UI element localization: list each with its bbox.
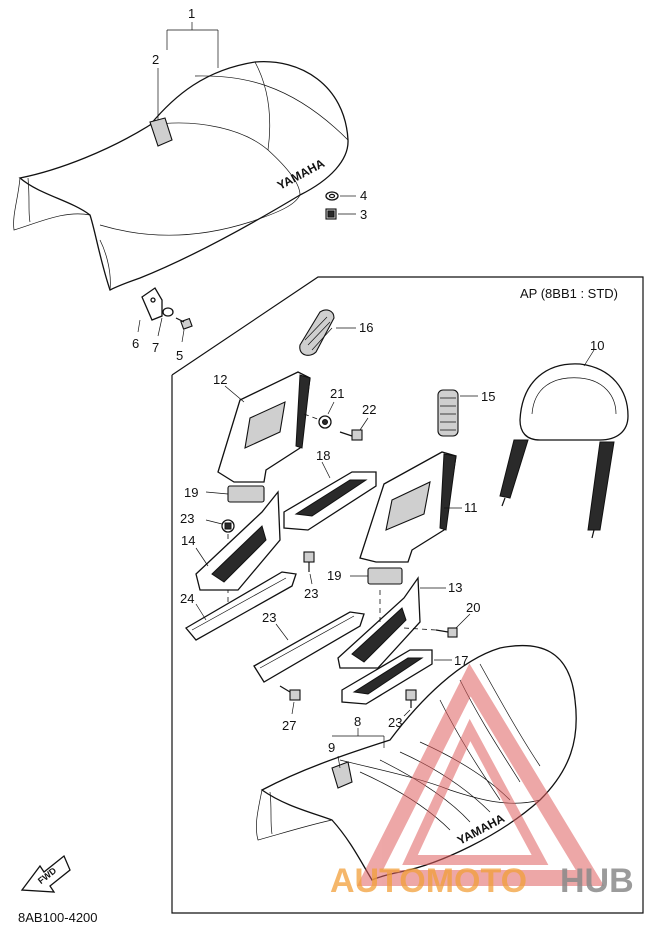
nut-21 — [318, 415, 332, 429]
callout-7: 7 — [152, 340, 159, 355]
callout-19b: 19 — [327, 568, 341, 583]
plate-25 — [253, 611, 365, 683]
bolt-24 — [221, 519, 235, 533]
bolt-23b — [405, 689, 417, 708]
callout-21: 21 — [330, 386, 344, 401]
bolt-22 — [339, 429, 363, 441]
bolt-27 — [279, 685, 301, 701]
bracket-6 — [141, 287, 163, 321]
callout-1: 1 — [188, 6, 195, 21]
bolt-3 — [325, 208, 337, 220]
callout-25: 23 — [262, 610, 276, 625]
callout-15: 15 — [481, 389, 495, 404]
standard-seat: YAMAHA — [13, 60, 349, 291]
callout-27: 27 — [282, 718, 296, 733]
washer-7 — [162, 307, 174, 317]
callout-2: 2 — [152, 52, 159, 67]
bracket-14 — [195, 490, 281, 591]
callout-18: 18 — [316, 448, 330, 463]
bolt-5 — [175, 317, 193, 330]
pad-16 — [299, 309, 335, 356]
reference-code: 8AB100-4200 — [18, 910, 98, 925]
callout-12: 12 — [213, 372, 227, 387]
callout-17: 17 — [454, 653, 468, 668]
callout-23a: 23 — [304, 586, 318, 601]
callout-4: 4 — [360, 188, 367, 203]
callout-24: 23 — [180, 511, 194, 526]
spacer-19a — [227, 485, 265, 503]
callout-14: 14 — [181, 533, 195, 548]
bracket-13 — [337, 576, 421, 669]
variant-label: AP (8BB1 : STD) — [520, 286, 618, 301]
callout-6: 6 — [132, 336, 139, 351]
watermark-text-orange: AUTOMOTO — [330, 862, 527, 900]
backrest-10 — [499, 363, 629, 539]
callout-8: 8 — [354, 714, 361, 729]
bracket-11 — [359, 451, 457, 563]
callout-19a: 19 — [184, 485, 198, 500]
callout-13: 13 — [448, 580, 462, 595]
accessory-frame — [171, 276, 644, 914]
pad-15 — [437, 389, 459, 437]
watermark — [356, 663, 605, 886]
rail-18 — [283, 471, 377, 531]
callout-22: 22 — [362, 402, 376, 417]
callout-5: 5 — [176, 348, 183, 363]
callout-20: 20 — [466, 600, 480, 615]
callout-26: 24 — [180, 591, 194, 606]
callout-11: 11 — [464, 500, 478, 515]
callout-23b: 23 — [388, 715, 402, 730]
bracket-12 — [217, 371, 311, 483]
bolt-20 — [435, 627, 458, 638]
bolt-23a — [303, 551, 315, 572]
watermark-text-grey: HUB — [560, 862, 634, 900]
callout-10: 10 — [590, 338, 604, 353]
spacer-19b — [367, 567, 403, 585]
forward-arrow-icon: FWD — [20, 854, 71, 893]
rail-17 — [341, 649, 433, 705]
nut-4 — [325, 191, 339, 201]
plate-26 — [185, 571, 297, 641]
callout-16: 16 — [359, 320, 373, 335]
callout-3: 3 — [360, 207, 367, 222]
callout-9: 9 — [328, 740, 335, 755]
